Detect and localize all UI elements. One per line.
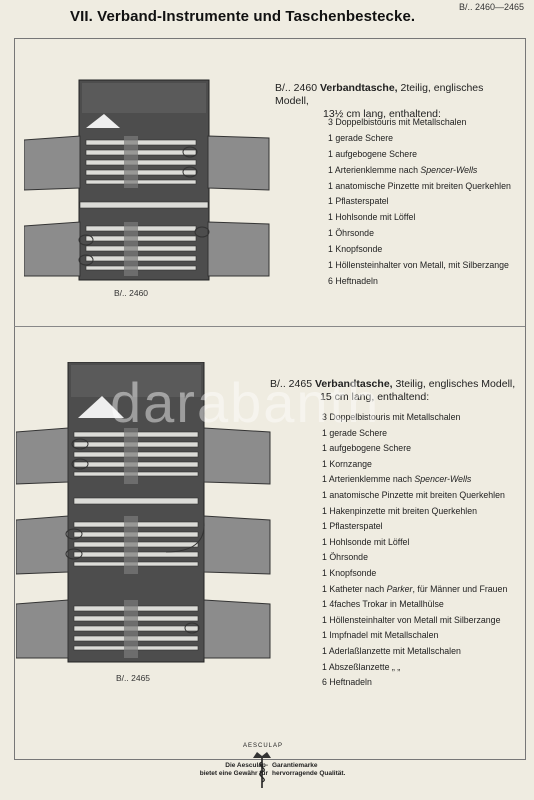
footer-left-text: Die Aesculap- bietet eine Gewähr für [180, 762, 268, 778]
contents-item: 3 Doppelbistouris mit Metallschalen [328, 117, 511, 133]
item-2460-header: B/.. 2460 Verbandtasche, 2teilig, englis… [275, 82, 520, 121]
contents-item-text: 1 4faches Trokar in Metallhülse [322, 599, 444, 610]
contents-item-text: 6 Heftnadeln [322, 677, 372, 688]
figure-label-2465: B/.. 2465 [116, 673, 151, 683]
contents-item-text: 1 gerade Schere [322, 427, 388, 438]
item-2465-name: Verbandtasche, [314, 378, 393, 390]
contents-item-text: 1 Öhrsonde [322, 552, 368, 563]
illustration-2465 [16, 362, 271, 663]
contents-item-text: 6 Heftnadeln [328, 275, 378, 286]
item-2465-contents: 3 Doppelbistouris mit Metallschalen 1 ger… [322, 412, 507, 693]
contents-item-text: 1 Hohlsonde mit Löffel [322, 536, 410, 547]
contents-item-text: 1 anatomische Pinzette mit breiten Querk… [322, 489, 505, 500]
aesculap-logo-icon [253, 752, 271, 788]
item-2460-contents: 3 Doppelbistouris mit Metallschalen 1 ger… [328, 117, 511, 292]
item-2465-desc: 3teilig, englisches Modell, [395, 378, 516, 390]
contents-item-emphasis: Spencer-Wells [414, 474, 472, 485]
item-2465-length: 15 cm lang, enthaltend: [320, 391, 430, 403]
contents-item: 1 Aderlaßlanzette mit Metallschalen [322, 646, 507, 662]
contents-item: 1 Knopfsonde [328, 244, 511, 260]
contents-item-emphasis: Parker [386, 583, 413, 594]
contents-item: 1 Knopfsonde [322, 568, 507, 584]
contents-item: 1 Höllensteinhalter von Metall mit Silbe… [322, 615, 507, 631]
contents-item: 1 Arterienklemme nach Spencer-Wells [328, 165, 511, 181]
contents-item-text: 1 Öhrsonde [328, 228, 374, 239]
contents-item: 1 anatomische Pinzette mit breiten Querk… [322, 490, 507, 506]
contents-item: 1 aufgebogene Schere [322, 443, 507, 459]
contents-item-text: 1 Aderlaßlanzette mit Metallschalen [322, 645, 461, 656]
contents-item: 1 Impfnadel mit Metallschalen [322, 630, 507, 646]
contents-item: 1 Hohlsonde mit Löffel [322, 537, 507, 553]
contents-item-text: 1 Arterienklemme nach [328, 164, 421, 175]
contents-item-text: 1 aufgebogene Schere [328, 148, 418, 159]
contents-item-text: 1 Höllensteinhalter von Metall, mit Silb… [328, 260, 509, 271]
contents-item-suffix: , für Männer und Frauen [412, 583, 508, 594]
contents-item: 6 Heftnadeln [322, 677, 507, 693]
contents-item-text: 1 Hohlsonde mit Löffel [328, 212, 416, 223]
contents-item-text: 1 anatomische Pinzette mit breiten Querk… [328, 180, 511, 191]
item-2460-name: Verbandtasche, [319, 82, 398, 94]
item-2465-header: B/.. 2465 Verbandtasche, 3teilig, englis… [270, 378, 520, 404]
contents-item: 1 Öhrsonde [328, 228, 511, 244]
section-divider [14, 326, 525, 327]
contents-item: 1 4faches Trokar in Metallhülse [322, 599, 507, 615]
item-2465-code: B/.. 2465 [270, 378, 313, 390]
contents-item: 1 gerade Schere [328, 133, 511, 149]
contents-item: 1 Katheter nach Parker, für Männer und F… [322, 584, 507, 600]
contents-item-text: 3 Doppelbistouris mit Metallschalen [328, 117, 467, 127]
item-2460-length: 13½ cm lang, enthaltend: [323, 108, 441, 120]
contents-item-text: 1 gerade Schere [328, 132, 394, 143]
contents-item: 1 Abszeßlanzette „ „ [322, 662, 507, 678]
footer-right-text: Garantiemarke hervorragende Qualität. [272, 762, 382, 778]
contents-item: 1 Hohlsonde mit Löffel [328, 212, 511, 228]
contents-item-emphasis: Spencer-Wells [420, 164, 478, 175]
contents-item-text: 1 Impfnadel mit Metallschalen [322, 630, 439, 641]
contents-item: 1 aufgebogene Schere [328, 149, 511, 165]
contents-item-text: 1 Arterienklemme nach [322, 474, 415, 485]
contents-item: 1 Höllensteinhalter von Metall, mit Silb… [328, 260, 511, 276]
footer-left-line1: Die Aesculap- [225, 762, 268, 769]
page-title: VII. Verband-Instrumente und Taschenbest… [70, 8, 416, 25]
footer-right-line1: Garantiemarke [272, 762, 318, 769]
contents-item: 1 Hakenpinzette mit breiten Querkehlen [322, 506, 507, 522]
contents-item: 1 gerade Schere [322, 428, 507, 444]
page-code: B/.. 2460—2465 [458, 2, 524, 12]
contents-item: 1 Pflasterspatel [322, 521, 507, 537]
contents-item: 1 anatomische Pinzette mit breiten Querk… [328, 181, 511, 197]
contents-item: 6 Heftnadeln [328, 276, 511, 292]
item-2460-desc: 2teilig, englisches Modell, [275, 82, 484, 107]
content-frame [14, 38, 526, 760]
contents-item: 1 Kornzange [322, 459, 507, 475]
contents-item: 1 Öhrsonde [322, 552, 507, 568]
contents-item-text: 3 Doppelbistouris mit Metallschalen [322, 412, 461, 422]
contents-item-text: 1 aufgebogene Schere [322, 443, 412, 454]
contents-item: 1 Arterienklemme nach Spencer-Wells [322, 474, 507, 490]
contents-item-text: 1 Katheter nach [322, 583, 387, 594]
contents-item: 3 Doppelbistouris mit Metallschalen [322, 412, 507, 428]
contents-item-text: 1 Pflasterspatel [322, 521, 383, 532]
contents-item-text: 1 Höllensteinhalter von Metall mit Silbe… [322, 614, 501, 625]
contents-item-text: 1 Kornzange [322, 458, 372, 469]
figure-label-2460: B/.. 2460 [114, 288, 149, 298]
contents-item-text: 1 Pflasterspatel [328, 196, 389, 207]
contents-item-text: 1 Knopfsonde [328, 244, 383, 255]
contents-item-text: 1 Knopfsonde [322, 567, 377, 578]
contents-item: 1 Pflasterspatel [328, 196, 511, 212]
contents-item-text: 1 Hakenpinzette mit breiten Querkehlen [322, 505, 478, 516]
footer-left-line2: bietet eine Gewähr für [199, 770, 268, 777]
footer-right-line2: hervorragende Qualität. [272, 770, 346, 777]
item-2460-code: B/.. 2460 [275, 82, 318, 94]
contents-item-text: 1 Abszeßlanzette „ „ [322, 661, 401, 672]
aesculap-logo-text: AESCULAP [242, 743, 283, 749]
illustration-2460 [24, 79, 270, 281]
